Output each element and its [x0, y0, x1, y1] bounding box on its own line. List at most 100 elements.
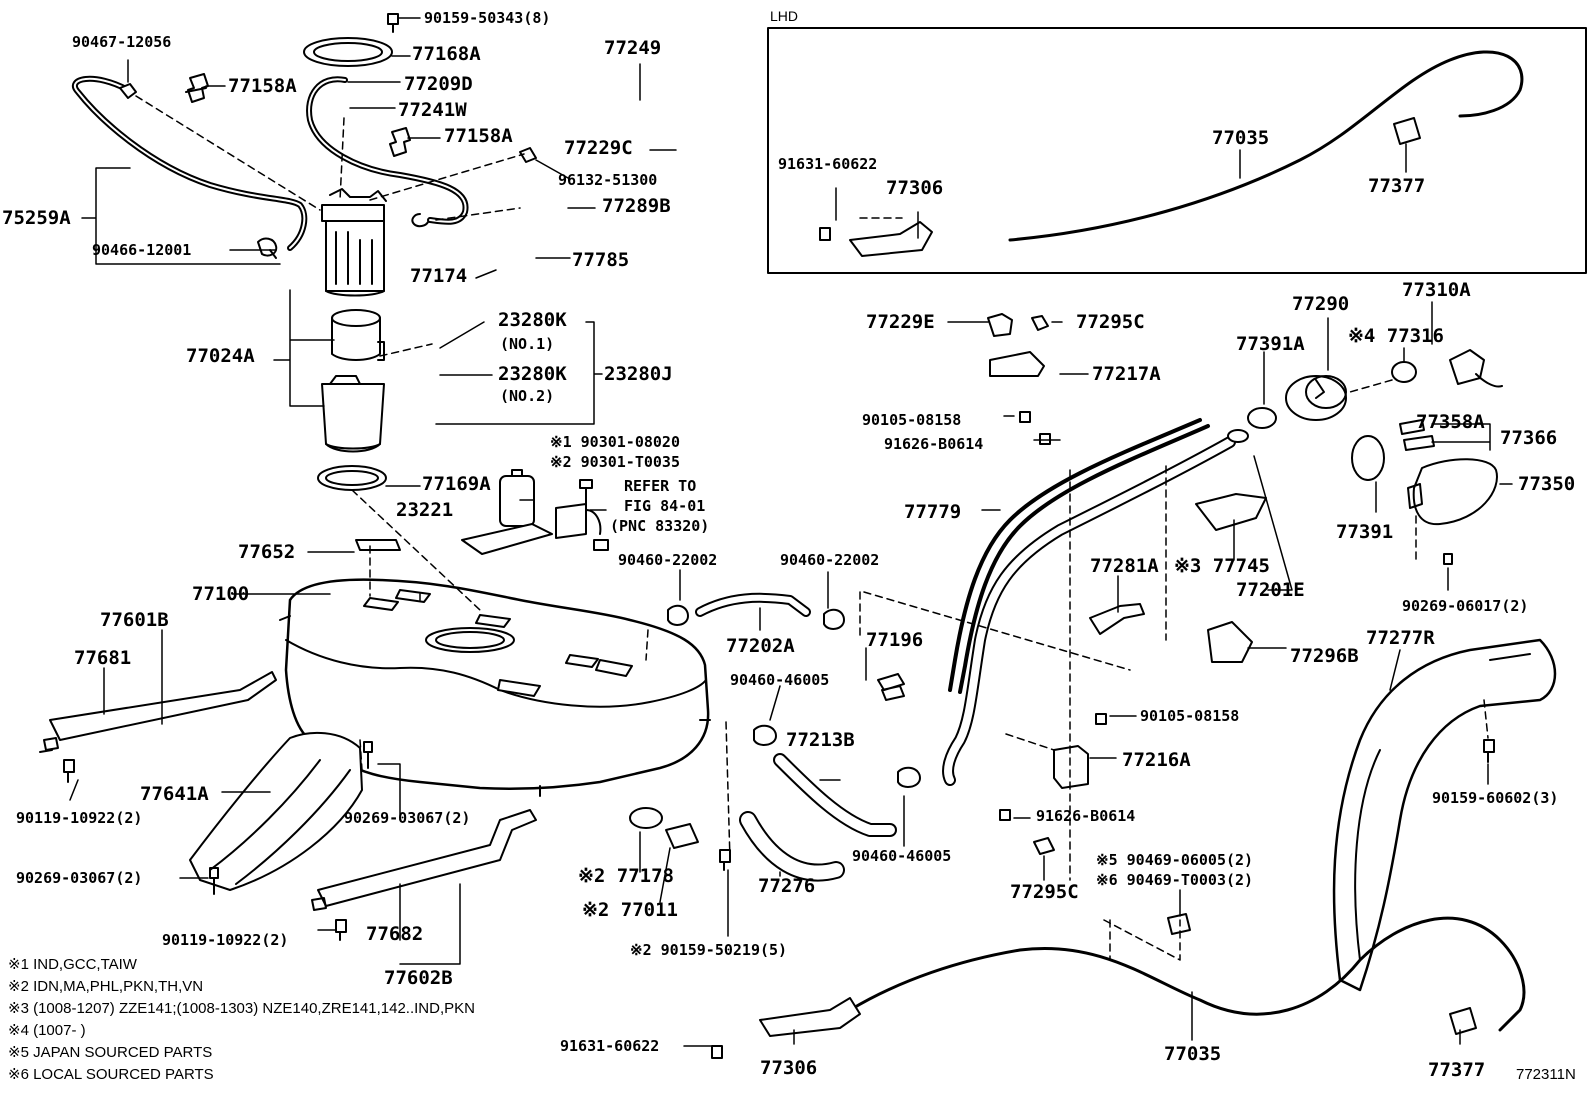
figure-number: 772311N	[1516, 1066, 1576, 1083]
valve-77196	[877, 673, 905, 701]
footnote: ※1 IND,GCC,TAIW	[8, 956, 137, 973]
filler-pipe-77201e	[942, 436, 1236, 786]
part-label: 77681	[74, 647, 132, 669]
bracket-77217a	[989, 351, 1045, 377]
bolt-91626-1	[1039, 433, 1051, 445]
part-label: 77295C	[1010, 881, 1079, 903]
bracket-77281a	[1089, 603, 1145, 635]
footnote: ※3 (1008-1207) ZZE141;(1008-1303) NZE140…	[8, 1000, 475, 1017]
footnote: ※5 JAPAN SOURCED PARTS	[8, 1044, 213, 1061]
part-label: ※1 90301-08020	[550, 433, 680, 451]
part-label: (PNC 83320)	[610, 517, 710, 535]
band-77602b	[311, 809, 537, 911]
bolt-90269-1	[363, 741, 373, 769]
part-label: 90105-08158	[1140, 707, 1240, 725]
part-label: 90269-03067(2)	[344, 809, 471, 827]
part-label: 23280K	[498, 309, 567, 331]
part-label: 90105-08158	[862, 411, 962, 429]
part-label: 77350	[1518, 473, 1576, 495]
part-label: 77174	[410, 265, 468, 287]
part-label: 23280J	[604, 363, 673, 385]
part-label: 90460-46005	[730, 671, 830, 689]
part-label: 77169A	[422, 473, 491, 495]
part-label: 77682	[366, 923, 424, 945]
pad-77652	[355, 539, 401, 551]
part-label: FIG 84-01	[624, 497, 706, 515]
part-label: 77601B	[100, 609, 169, 631]
part-label: 91631-60622	[560, 1037, 660, 1055]
clip-96132	[519, 147, 537, 163]
part-label: 90466-12001	[92, 241, 192, 259]
clamp-90460-1	[667, 604, 689, 626]
screw-90269-06017	[1443, 553, 1453, 565]
part-label: 77602B	[384, 967, 453, 989]
part-label: 77652	[238, 541, 296, 563]
hose-77202a	[695, 592, 811, 617]
tube-77209d	[306, 76, 469, 225]
part-label: 77158A	[444, 125, 513, 147]
part-label: 77229C	[564, 137, 633, 159]
connector-77377-lower	[1449, 1007, 1477, 1035]
fuel-pump-23221	[461, 469, 553, 555]
clamp-90466	[257, 237, 278, 259]
hose-77276	[739, 811, 845, 882]
part-label: 77241W	[398, 99, 467, 121]
clamp-90460-4	[897, 766, 921, 788]
connector-77377-lhd	[1393, 117, 1421, 145]
cable-77035-lower	[848, 916, 1526, 1032]
protector-77745	[1195, 493, 1267, 531]
gasket-77169a	[317, 465, 387, 491]
part-label: 77035	[1164, 1043, 1222, 1065]
lhd-label: LHD	[770, 8, 799, 24]
bolt-91631-lhd	[819, 227, 831, 241]
part-label: 77201E	[1236, 579, 1305, 601]
part-label: 77785	[572, 249, 630, 271]
part-label: 77168A	[412, 43, 481, 65]
fuel-pump-assembly	[321, 188, 387, 297]
part-label: 77290	[1292, 293, 1350, 315]
footnote: ※2 IDN,MA,PHL,PKN,TH,VN	[8, 978, 204, 995]
bolt-90159	[387, 13, 399, 33]
part-label: ※5 90469-06005(2)	[1096, 851, 1254, 869]
part-label: ※2 90301-T0035	[550, 453, 680, 471]
part-label: 77377	[1428, 1059, 1486, 1081]
part-label: 75259A	[2, 207, 71, 229]
part-label: 77202A	[726, 635, 795, 657]
part-label: 77196	[866, 629, 924, 651]
part-label: 77213B	[786, 729, 855, 751]
footnote: ※6 LOCAL SOURCED PARTS	[8, 1066, 214, 1083]
bolt-91631-lower	[711, 1045, 723, 1059]
part-label: REFER TO	[624, 477, 697, 495]
lhd-inset-frame	[767, 27, 1587, 274]
part-label: 77391	[1336, 521, 1394, 543]
part-label: ※2 77011	[582, 899, 678, 921]
bolt-90105-2	[1095, 713, 1107, 725]
part-label: 77035	[1212, 127, 1270, 149]
clip-77229e	[987, 313, 1013, 337]
bracket-77216a	[1053, 745, 1089, 789]
bolt-90269-2	[209, 867, 219, 895]
part-label: (NO.2)	[500, 387, 555, 405]
opener-77306-lower	[759, 997, 861, 1037]
part-label: 90159-50343(8)	[424, 9, 551, 27]
part-label: 77216A	[1122, 749, 1191, 771]
pump-plate-77178	[629, 807, 699, 849]
clip-90469	[1167, 913, 1191, 935]
part-label: 77306	[886, 177, 944, 199]
part-label: 90460-22002	[780, 551, 880, 569]
part-label: 23280K	[498, 363, 567, 385]
clamp-90460-2	[823, 608, 845, 630]
dashed-guides	[135, 95, 1489, 961]
part-label: 77358A	[1416, 411, 1485, 433]
part-label: 90460-46005	[852, 847, 952, 865]
part-label: 91626-B0614	[884, 435, 984, 453]
gasket-77391a	[1247, 407, 1277, 429]
part-label: 90460-22002	[618, 551, 718, 569]
part-label: 77296B	[1290, 645, 1359, 667]
part-label: 77295C	[1076, 311, 1145, 333]
screw-90159-60602	[1483, 739, 1495, 763]
clamp-77296b	[1207, 621, 1253, 663]
part-label: ※2 77178	[578, 865, 674, 887]
part-label: ※3 77745	[1174, 555, 1270, 577]
pump-wiring	[555, 479, 609, 551]
